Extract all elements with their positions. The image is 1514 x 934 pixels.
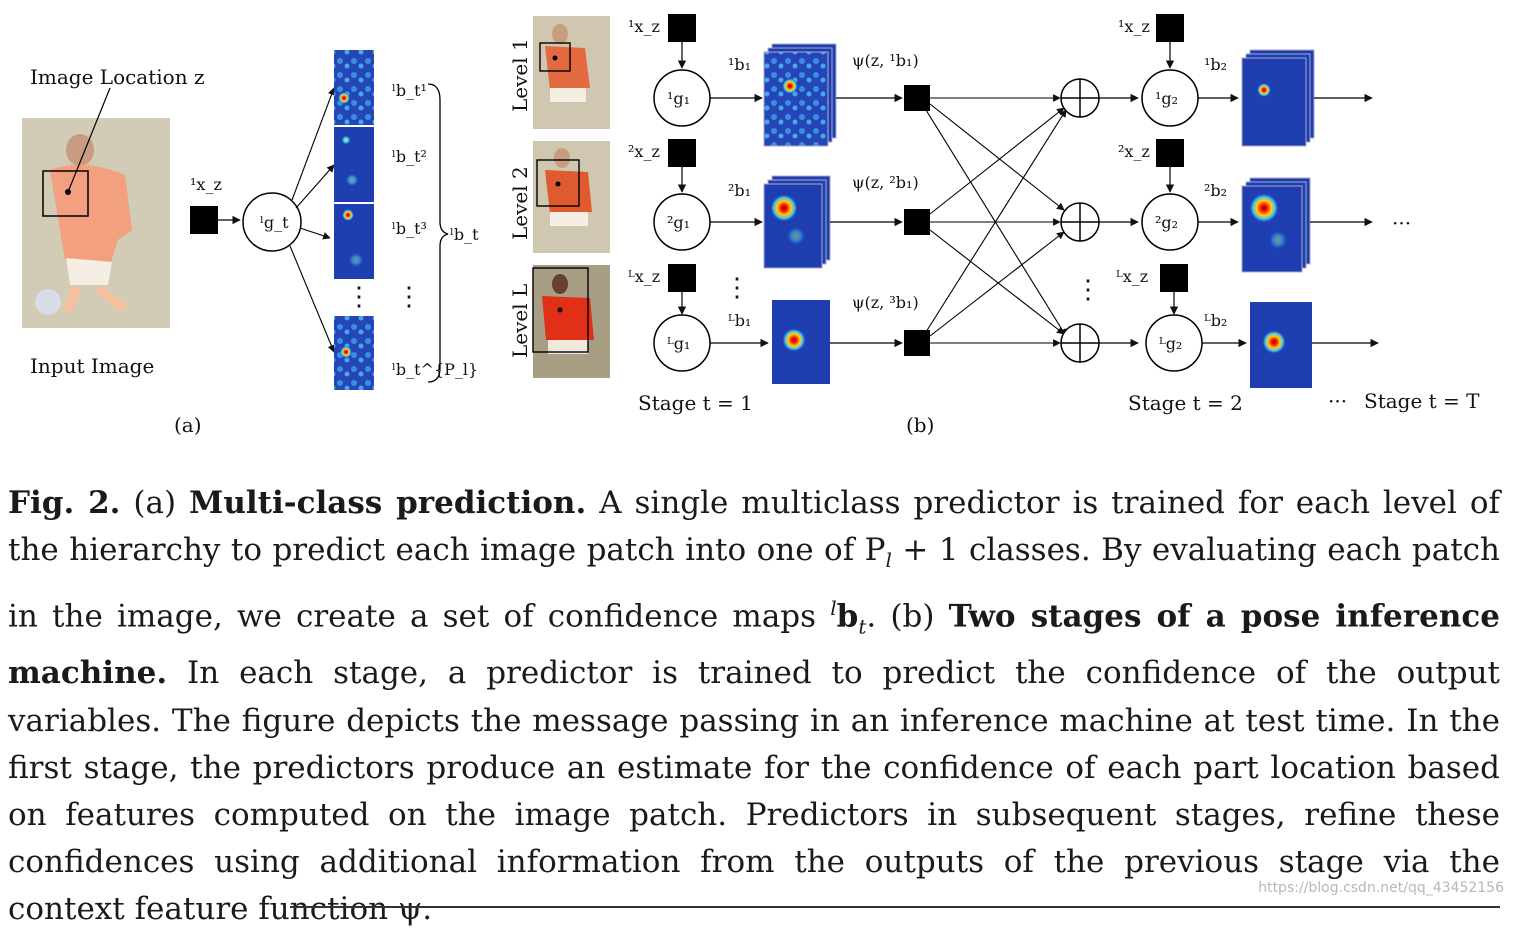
panel-a-vdots: ⋮ xyxy=(346,282,372,312)
stage2-belief-2: ²b₂ xyxy=(1204,181,1227,200)
level-1-label: Level 1 xyxy=(508,38,532,112)
panel-a-feature-label: ¹x_z xyxy=(190,175,222,194)
panel-a-feature-box xyxy=(190,206,218,234)
bottom-rule xyxy=(290,906,1500,908)
input-image-label: Input Image xyxy=(30,354,154,378)
stage1-belief-1: ¹b₁ xyxy=(728,55,751,74)
sum-node-L xyxy=(1060,323,1100,363)
stage1-predictor-1: ¹g₁ xyxy=(667,89,690,108)
panel-a-belief-1: ˡb_t¹ xyxy=(392,81,427,100)
caption-a-sup: l xyxy=(830,595,837,620)
stage1-context-2: ψ(z, ²b₁) xyxy=(852,173,919,192)
panel-a-belief-group: ˡb_t xyxy=(450,225,479,244)
caption-a-sub-t: t xyxy=(858,614,867,639)
panel-b-caption: (b) xyxy=(906,413,934,437)
sum-node-1 xyxy=(1060,78,1100,118)
fig-label: Fig. 2. xyxy=(8,485,121,521)
panel-a-belief-P: ˡb_t^{P_l} xyxy=(392,360,478,379)
panel-a-belief-3: ˡb_t³ xyxy=(392,219,427,238)
stage2-row-2-ellipsis: ··· xyxy=(1392,211,1411,235)
panel-a-predictor-label: ˡg_t xyxy=(260,213,289,232)
panel-a-belief-2: ˡb_t² xyxy=(392,147,427,166)
stage2-row-2: ²x_z ²g₂ ²b₂ ··· xyxy=(1099,139,1411,273)
caption-b-title: Two stages of a pose inference machine. xyxy=(8,597,1500,692)
input-image xyxy=(22,118,170,328)
sum-node-2 xyxy=(1060,202,1100,242)
sum-vdots: ⋮ xyxy=(1075,275,1101,305)
level-1-image xyxy=(533,16,610,129)
stage2-belief-L: ᴸb₂ xyxy=(1204,311,1227,330)
panel-a-heatmap-1 xyxy=(334,50,374,125)
panel-a-brace xyxy=(427,83,449,383)
figure-caption: Fig. 2. (a) Multi-class prediction. A si… xyxy=(8,480,1500,934)
stage1-feature-label-2: ²x_z xyxy=(628,142,660,161)
stage2-feature-label-1: ¹x_z xyxy=(1118,17,1150,36)
panel-a-heatmap-3 xyxy=(334,204,374,279)
image-location-box xyxy=(42,170,89,217)
stage1-predictor-2: ²g₁ xyxy=(667,213,690,232)
caption-a-title: Multi-class prediction. xyxy=(189,485,587,521)
level-2-label: Level 2 xyxy=(508,166,532,240)
watermark: https://blog.csdn.net/qq_43452156 xyxy=(1258,880,1504,896)
level-L-image xyxy=(532,265,610,378)
stage2-belief-1: ¹b₂ xyxy=(1204,55,1227,74)
stage1-row-2: ²x_z ²g₁ ²b₁ ψ(z, ²b₁) xyxy=(628,139,930,269)
stage2-predictor-L: ᴸg₂ xyxy=(1159,334,1182,353)
stage1-label: Stage t = 1 xyxy=(638,391,753,415)
stage1-predictor-L: ᴸg₁ xyxy=(667,334,690,353)
stage1-context-1: ψ(z, ¹b₁) xyxy=(852,51,919,70)
figure-diagram: Image Location z Input Image ¹x_z ˡg_t ⋮… xyxy=(22,14,1480,437)
image-location-label: Image Location z xyxy=(30,65,204,89)
caption-a-end: . xyxy=(866,597,877,634)
panel-a-heatmap-P xyxy=(334,316,374,390)
stage1-belief-L: ᴸb₁ xyxy=(728,311,751,330)
stage2-feature-label-L: ᴸx_z xyxy=(1116,267,1148,286)
final-stage-ellipsis: ··· xyxy=(1328,389,1347,413)
stage1-belief-2: ²b₁ xyxy=(728,181,751,200)
panel-a-label-vdots: ⋮ xyxy=(396,282,422,312)
caption-a-bold-b: b xyxy=(836,597,859,634)
caption-a-text: A single multiclass predictor is trained… xyxy=(8,485,1500,569)
stage2-row-1: ¹x_z ¹g₂ ¹b₂ xyxy=(1099,14,1373,147)
stage1-context-3: ψ(z, ³b₁) xyxy=(852,293,919,312)
caption-a-text2: + 1 classes. By evaluating each patch in… xyxy=(8,532,1500,634)
stage2-row-L: ᴸx_z ᴸg₂ ᴸb₂ xyxy=(1099,264,1379,388)
panel-a-caption: (a) xyxy=(174,413,202,437)
stage1-feature-label-1: ¹x_z xyxy=(628,17,660,36)
level-2-image xyxy=(533,141,610,253)
stage1-feature-label-L: ᴸx_z xyxy=(628,267,660,286)
stage1-row-L: ᴸx_z ᴸg₁ ᴸb₁ ψ(z, ³b₁) xyxy=(628,264,930,384)
panel-a-predictor xyxy=(242,192,302,252)
level-L-label: Level L xyxy=(508,284,532,358)
final-stage-label: Stage t = T xyxy=(1364,389,1480,413)
stage2-label: Stage t = 2 xyxy=(1128,391,1243,415)
cross-connections xyxy=(925,94,1067,347)
panel-a-heatmap-2 xyxy=(334,127,374,202)
caption-a-tag: (a) xyxy=(133,485,177,521)
stage2-predictor-2: ²g₂ xyxy=(1155,213,1178,232)
stage1-row-1: ¹x_z ¹g₁ ¹b₁ ψ(z, ¹b₁) xyxy=(628,14,930,147)
stage2-feature-label-2: ²x_z xyxy=(1118,142,1150,161)
caption-a-sub: l xyxy=(885,548,892,573)
caption-b-tag: (b) xyxy=(890,597,935,634)
stage1-vdots: ⋮ xyxy=(724,273,750,303)
stage2-predictor-1: ¹g₂ xyxy=(1155,89,1178,108)
